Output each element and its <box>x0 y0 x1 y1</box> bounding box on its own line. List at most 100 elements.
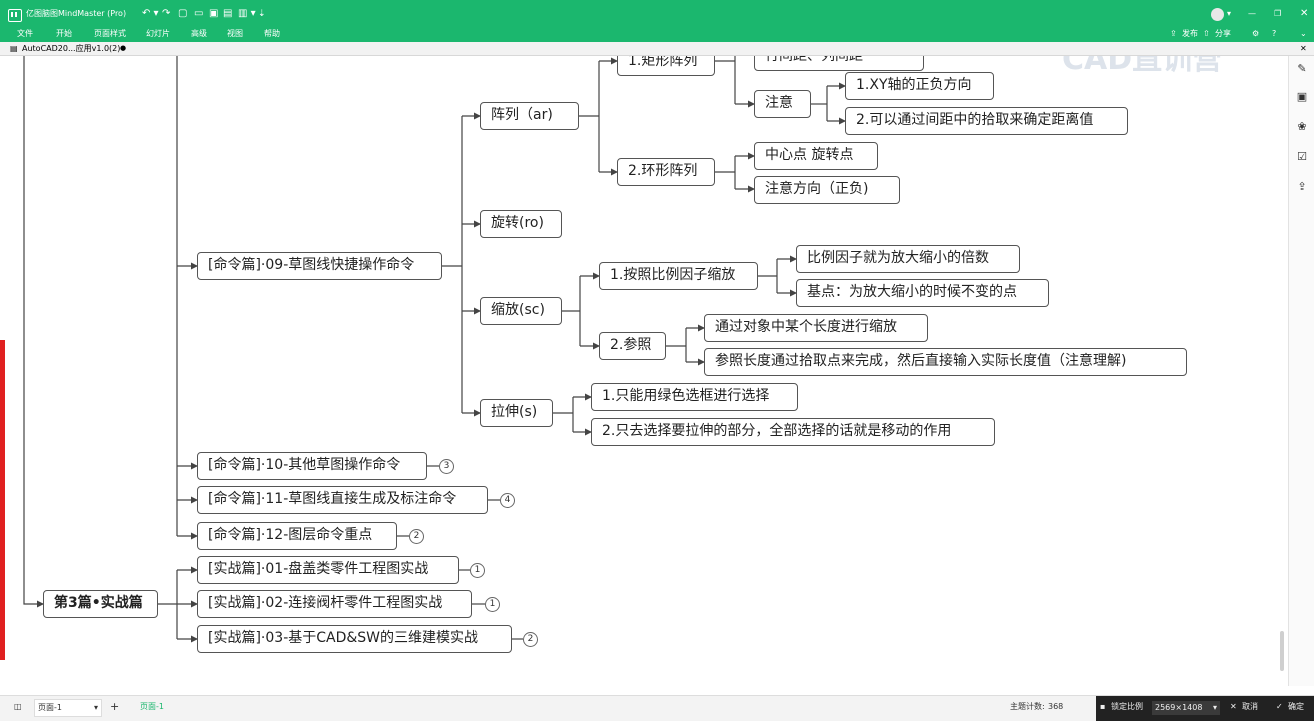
lock-ratio-checkbox[interactable]: ▪ <box>1100 702 1106 711</box>
node-part3[interactable]: 第3篇•实战篇 <box>43 590 158 618</box>
chevron-down-icon: ▾ <box>93 703 98 712</box>
save-icon[interactable]: ▣ <box>209 8 219 19</box>
node-scale-factor[interactable]: 1.按照比例因子缩放 <box>599 262 758 290</box>
collapse-badge-cmd11[interactable]: 4 <box>500 493 515 508</box>
menu-slides[interactable]: 幻灯片 <box>146 29 170 38</box>
watermark-text: CAD直训营 <box>1062 56 1223 77</box>
task-icon[interactable]: ☑ <box>1297 150 1307 163</box>
document-tab-bar: ▤ AutoCAD20...应用v1.0(2) ● ✕ <box>0 42 1314 56</box>
menu-file[interactable]: 文件 <box>17 29 33 38</box>
collapse-badge-cmd10[interactable]: 3 <box>439 459 454 474</box>
tab-active-page[interactable]: 页面-1 <box>140 702 164 711</box>
node-polar-center[interactable]: 中心点 旋转点 <box>754 142 878 170</box>
close-icon[interactable]: ✕ <box>1300 8 1309 19</box>
menu-bar: 文件 开始 页面样式 幻灯片 高级 视图 帮助 ⇪ 发布 ⇧ 分享 ⚙ ? ⌄ <box>0 26 1314 42</box>
node-ref-desc-1[interactable]: 通过对象中某个长度进行缩放 <box>704 314 928 342</box>
node-scale[interactable]: 缩放(sc) <box>480 297 562 325</box>
node-cmd10[interactable]: [命令篇]·10-其他草图操作命令 <box>197 452 427 480</box>
page-select-value: 页面-1 <box>38 703 62 712</box>
node-ref-desc-2[interactable]: 参照长度通过拾取点来完成，然后直接输入实际长度值（注意理解) <box>704 348 1187 376</box>
app-title: 亿图脑图MindMaster (Pro) <box>26 9 127 18</box>
vertical-scrollbar[interactable] <box>1280 631 1284 671</box>
cancel-icon[interactable]: ✕ <box>1230 702 1237 711</box>
outline-icon[interactable]: ▣ <box>1296 90 1308 103</box>
collapse-badge-cmd12[interactable]: 2 <box>409 529 424 544</box>
node-cmd11[interactable]: [命令篇]·11-草图线直接生成及标注命令 <box>197 486 488 514</box>
topic-count-label: 主题计数: <box>1010 702 1045 711</box>
collapse-ribbon-icon[interactable]: ⌄ <box>1300 29 1307 38</box>
export-panel-icon[interactable]: ⇪ <box>1297 180 1307 193</box>
tab-bar-close-icon[interactable]: ✕ <box>1300 44 1307 53</box>
publish-icon[interactable]: ⇪ <box>1170 29 1177 38</box>
topic-count-value: 368 <box>1048 702 1064 711</box>
watermark: CAD直训营 <box>1062 56 1222 78</box>
print-icon[interactable]: ▥ ▾ <box>238 8 256 19</box>
lock-ratio-label: 锁定比例 <box>1111 702 1143 711</box>
node-note-2[interactable]: 2.可以通过间距中的拾取来确定距离值 <box>845 107 1128 135</box>
export-icon[interactable]: ▤ <box>223 8 233 19</box>
resolution-value: 2569×1408 <box>1155 703 1203 712</box>
node-prac01[interactable]: [实战篇]·01-盘盖类零件工程图实战 <box>197 556 459 584</box>
menu-home[interactable]: 开始 <box>56 29 72 38</box>
node-factor-desc[interactable]: 比例因子就为放大缩小的倍数 <box>796 245 1020 273</box>
export-settings-bar: ▪ 锁定比例 2569×1408 ▾ ✕ 取消 ✓ 确定 <box>1096 696 1314 721</box>
status-bar: ◫ 页面-1 ▾ + 页面-1 主题计数: 368 ▪ 锁定比例 2569×14… <box>0 695 1314 721</box>
collapse-badge-prac03[interactable]: 2 <box>523 632 538 647</box>
redo-icon[interactable]: ↷ <box>162 8 171 19</box>
connector-lines <box>23 56 846 643</box>
node-note-1[interactable]: 1.XY轴的正负方向 <box>845 72 994 100</box>
node-base-desc[interactable]: 基点：为放大缩小的时候不变的点 <box>796 279 1049 307</box>
node-rect-array-cut[interactable]: 行间距、列间距 <box>754 56 924 71</box>
node-rotate[interactable]: 旋转(ro) <box>480 210 562 238</box>
node-rect-array[interactable]: 1.矩形阵列 <box>617 56 715 76</box>
node-array[interactable]: 阵列（ar) <box>480 102 579 130</box>
node-polar-array[interactable]: 2.环形阵列 <box>617 158 715 186</box>
page-select[interactable]: 页面-1 ▾ <box>34 699 102 717</box>
node-note[interactable]: 注意 <box>754 90 811 118</box>
collapse-badge-prac01[interactable]: 1 <box>470 563 485 578</box>
undo-icon[interactable]: ↶ ▾ <box>142 8 159 19</box>
style-brush-icon[interactable]: ✎ <box>1297 62 1307 75</box>
node-scale-ref[interactable]: 2.参照 <box>599 332 666 360</box>
node-stretch-1[interactable]: 1.只能用绿色选框进行选择 <box>591 383 798 411</box>
collapse-badge-prac02[interactable]: 1 <box>485 597 500 612</box>
page-list-icon[interactable]: ◫ <box>14 702 22 711</box>
resolution-chevron-icon: ▾ <box>1212 703 1217 712</box>
share-icon[interactable]: ⇧ <box>1203 29 1210 38</box>
node-cmd09[interactable]: [命令篇]·09-草图线快捷操作命令 <box>197 252 442 280</box>
menu-help[interactable]: 帮助 <box>264 29 280 38</box>
node-stretch-2[interactable]: 2.只去选择要拉伸的部分，全部选择的话就是移动的作用 <box>591 418 995 446</box>
cancel-button[interactable]: 取消 <box>1242 702 1258 711</box>
settings-icon[interactable]: ⚙ <box>1252 29 1260 38</box>
open-folder-icon[interactable]: ▭ <box>194 8 204 19</box>
restore-icon[interactable]: ❐ <box>1274 9 1282 18</box>
publish-button[interactable]: 发布 <box>1182 29 1198 38</box>
mindmap-canvas[interactable]: CAD直训营 <box>7 56 1284 686</box>
resolution-select[interactable]: 2569×1408 ▾ <box>1152 701 1220 715</box>
avatar-dropdown-icon[interactable]: ▾ <box>1227 9 1232 18</box>
document-tab[interactable]: AutoCAD20...应用v1.0(2) <box>22 44 121 53</box>
add-page-button[interactable]: + <box>110 700 120 713</box>
minimize-icon[interactable]: — <box>1248 9 1256 18</box>
document-icon: ▤ <box>10 44 18 53</box>
node-prac02[interactable]: [实战篇]·02-连接阀杆零件工程图实战 <box>197 590 472 618</box>
menu-page-style[interactable]: 页面样式 <box>94 29 126 38</box>
node-prac03[interactable]: [实战篇]·03-基于CAD&SW的三维建模实战 <box>197 625 512 653</box>
node-stretch[interactable]: 拉伸(s) <box>480 399 553 427</box>
customize-icon[interactable]: ⇣ <box>258 9 266 19</box>
help-icon[interactable]: ? <box>1272 29 1277 38</box>
node-cmd12[interactable]: [命令篇]·12-图层命令重点 <box>197 522 397 550</box>
recording-indicator <box>0 340 5 660</box>
avatar[interactable] <box>1211 8 1224 21</box>
tab-close-icon[interactable]: ● <box>120 44 127 52</box>
menu-advanced[interactable]: 高级 <box>191 29 207 38</box>
new-file-icon[interactable]: ▢ <box>178 8 188 19</box>
ok-icon[interactable]: ✓ <box>1276 702 1283 711</box>
ok-button[interactable]: 确定 <box>1288 702 1304 711</box>
share-button[interactable]: 分享 <box>1215 29 1231 38</box>
right-side-panel: ✎ ▣ ❀ ☑ ⇪ <box>1288 56 1314 686</box>
title-bar: 亿图脑图MindMaster (Pro) ↶ ▾ ↷ ▢ ▭ ▣ ▤ ▥ ▾ ⇣… <box>0 0 1314 30</box>
menu-view[interactable]: 视图 <box>227 29 243 38</box>
theme-icon[interactable]: ❀ <box>1297 120 1307 133</box>
node-polar-direction[interactable]: 注意方向（正负) <box>754 176 900 204</box>
